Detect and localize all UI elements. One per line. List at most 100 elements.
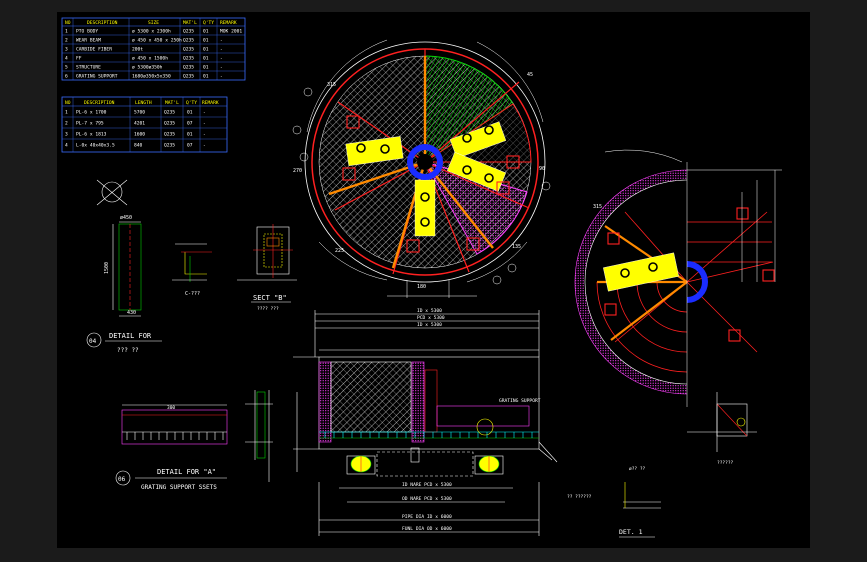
section-view: ID x 5300 PCD x 5300 ID x 5300 ID NARE P…	[293, 308, 558, 536]
table-cell: Q235	[183, 74, 194, 80]
angle-225: 225	[335, 248, 344, 254]
table-cell: -	[220, 75, 223, 80]
section-dim-1: ID x 5300	[417, 308, 442, 314]
table-cell: 01	[187, 110, 193, 116]
table-cell: CARBIDE FIBER	[76, 47, 112, 53]
sect-b-subtitle: ???? ???	[257, 306, 279, 312]
section-bottom-dim-4: FUNL DIA OD x 6000	[402, 526, 452, 532]
table2-h0: NO	[65, 100, 71, 106]
table-cell: 3	[65, 47, 68, 53]
table-cell: FF	[76, 56, 82, 62]
detail-for-number: 04	[89, 338, 97, 345]
table-cell: 1600	[134, 132, 145, 138]
grating-support-label: GRATING SUPPORT	[499, 398, 541, 404]
table-cell: -	[203, 122, 206, 127]
table-cell: 1680ø350x5x350	[132, 74, 171, 80]
table-cell: 4201	[134, 121, 145, 127]
det-1-dim-b: ø?? ??	[629, 466, 646, 472]
table-cell: Q235	[183, 47, 194, 53]
half-plan-view: 315	[574, 149, 782, 407]
table-cell: 5	[65, 65, 68, 71]
table-cell: WEAR BEAM	[76, 38, 101, 44]
dim-480: ø450	[120, 215, 132, 221]
det-1-dim-c: ?? ??????	[567, 494, 592, 500]
table-cell: -	[220, 66, 223, 71]
table-cell: 07	[187, 143, 193, 149]
detail-a-grating-support: 06 DETAIL FOR "A" GRATING SUPPORT SSETS …	[115, 390, 273, 491]
table-cell: 5700	[134, 110, 145, 116]
table-cell: 2	[65, 38, 68, 44]
table1-h0: NO	[65, 20, 71, 26]
table2-h2: LENGTH	[135, 100, 152, 106]
table-cell: -	[220, 39, 223, 44]
table-cell: 840	[134, 143, 143, 149]
table-cell: -	[220, 57, 223, 62]
detail-for-title: DETAIL FOR	[109, 332, 152, 340]
detail-a-number: 06	[118, 476, 126, 483]
parts-table-supports: NO DESCRIPTION LENGTH MAT'L Q'TY REMARK …	[61, 96, 228, 153]
det-1-title: DET. 1	[619, 528, 643, 536]
detail-a-title: DETAIL FOR "A"	[157, 468, 216, 476]
table-cell: 2	[65, 121, 68, 127]
section-bottom-dim-2: OD NARE PCD x 5300	[402, 496, 452, 502]
angle-270: 270	[293, 168, 302, 174]
table-cell: -	[220, 48, 223, 53]
sect-b-detail: C-??? SECT "B" ???? ???	[172, 224, 297, 312]
table-cell: Q235	[183, 38, 194, 44]
dim-1500: 1500	[104, 262, 110, 274]
table-cell: ø 5300 x 2300h	[132, 29, 171, 35]
detail-for-subtitle: ??? ??	[117, 347, 139, 354]
angle-315: 315	[327, 82, 336, 88]
table-cell: PTO BODY	[76, 29, 98, 35]
table-cell: -	[203, 111, 206, 116]
half-angle-315: 315	[593, 204, 602, 210]
angle-135: 135	[512, 244, 521, 250]
section-bottom-dim-3: PIPE DIA ID x 6000	[402, 514, 452, 520]
section-dim-2: PCD x 5300	[417, 315, 445, 321]
table1-h5: REMARK	[220, 20, 237, 26]
table-cell: MOK 2001	[220, 29, 242, 35]
table-cell: Q235	[164, 121, 175, 127]
table1-h4: Q'TY	[203, 20, 214, 26]
dim-430: 430	[127, 310, 136, 316]
table2-h4: Q'TY	[186, 100, 197, 106]
table-cell: PL-6 x 1700	[76, 110, 107, 116]
table-cell: 01	[203, 29, 209, 35]
angle-45: 45	[527, 72, 533, 78]
detail-for-pipe: ø450 1500 430 04 DETAIL FOR ??? ??	[86, 179, 162, 354]
table1-h1: DESCRIPTION	[87, 20, 118, 26]
table-cell: ø 450 x 450 x 250h	[132, 38, 182, 44]
detail-a-dim: 300	[167, 405, 175, 411]
table-cell: 07	[187, 121, 193, 127]
table-cell: -	[203, 144, 206, 149]
table-cell: ø 5300ø350h	[132, 65, 163, 71]
section-bottom-dim-1: ID NARE PCD x 5300	[402, 482, 452, 488]
angle-90: 90	[539, 166, 545, 172]
table-cell: ø 450 x 1500h	[132, 56, 168, 62]
table-cell: 3	[65, 132, 68, 138]
c-label: C-???	[185, 291, 200, 297]
table-cell: Q235	[183, 65, 194, 71]
table-cell: -	[203, 133, 206, 138]
table-cell: 01	[203, 74, 209, 80]
det-1-detail: DET. 1 ?????? ø?? ?? ?? ??????	[567, 392, 757, 538]
table-cell: Q235	[183, 29, 194, 35]
table-cell: Q235	[183, 56, 194, 62]
table-cell: 01	[203, 47, 209, 53]
table-cell: Q235	[164, 110, 175, 116]
table-cell: 01	[187, 132, 193, 138]
table-cell: PL-6 x 1813	[76, 132, 107, 138]
table2-h3: MAT'L	[165, 100, 179, 106]
section-dim-3: ID x 5300	[417, 322, 442, 328]
detail-a-subtitle: GRATING SUPPORT SSETS	[141, 484, 217, 491]
table-cell: 1	[65, 29, 68, 35]
sect-b-title: SECT "B"	[253, 294, 287, 302]
table-cell: 6	[65, 74, 68, 80]
table2-h1: DESCRIPTION	[84, 100, 115, 106]
angle-180: 180	[417, 284, 426, 290]
table2-h5: REMARK	[202, 100, 219, 106]
table-cell: Q235	[164, 143, 175, 149]
